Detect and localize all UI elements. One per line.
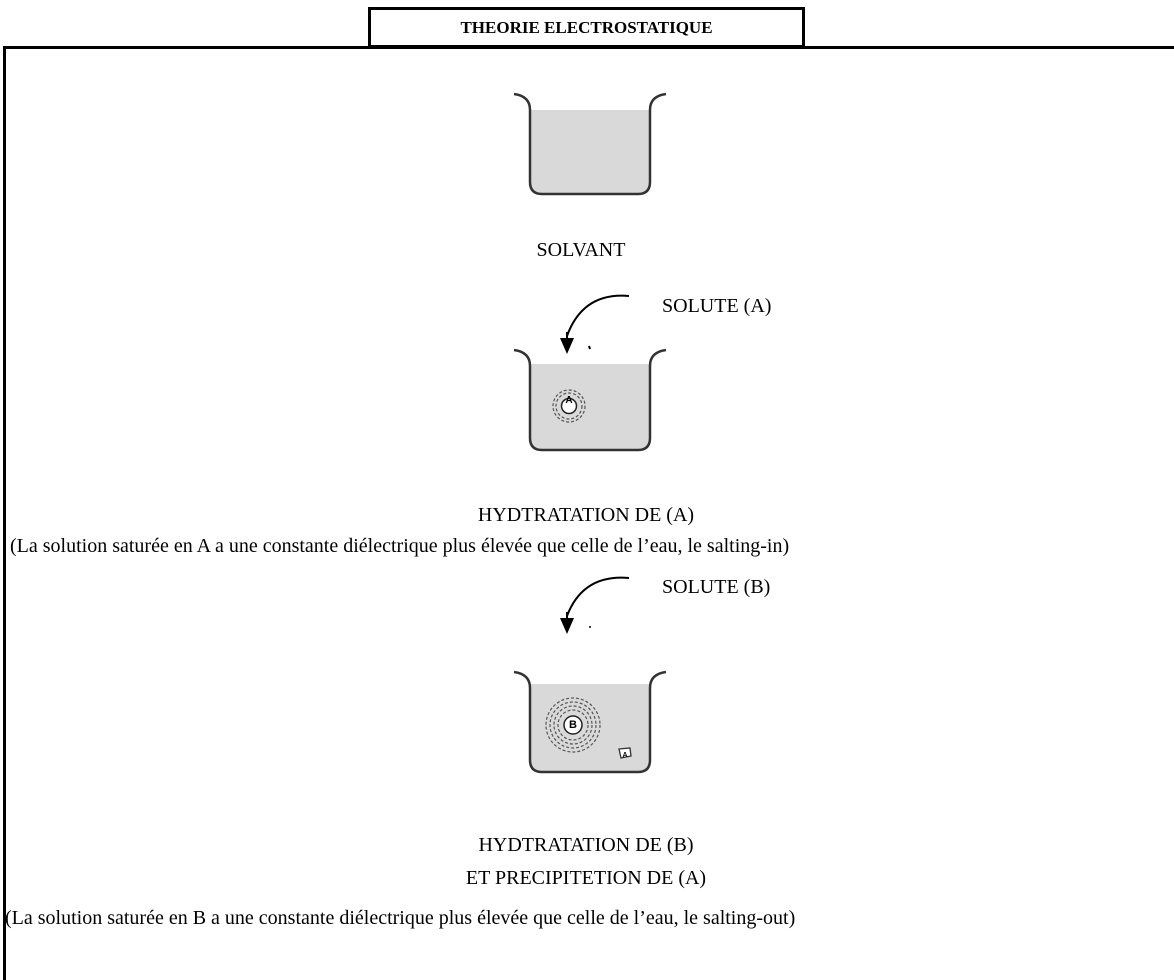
- arrow-solute-a: [560, 294, 630, 354]
- particle-b-letter: B: [569, 719, 577, 731]
- beaker-liquid: [530, 684, 650, 772]
- beaker-liquid: [530, 110, 650, 194]
- hydrated-ion-a: [552, 389, 586, 423]
- diagram-title: THEORIE ELECTROSTATIQUE: [368, 7, 805, 48]
- beaker-outline: [513, 348, 667, 452]
- hydration-b-caption: HYDTRATATION DE (B): [478, 834, 694, 856]
- arrow-solute-b: [560, 576, 630, 634]
- beaker-outline: [513, 670, 667, 774]
- hydration-a-caption: HYDTRATATION DE (A): [477, 504, 695, 526]
- beaker-solvant: [513, 92, 667, 196]
- particle-a-letter: A: [565, 395, 573, 406]
- beaker-outline: [513, 92, 667, 196]
- beaker-hydration-b: [513, 670, 667, 774]
- precipitate-a-letter: A: [622, 752, 628, 759]
- salting-in-note: (La solution saturée en A a une constant…: [10, 535, 790, 557]
- precipitation-a-caption: ET PRECIPITETION DE (A): [465, 867, 707, 889]
- salting-out-note: (La solution saturée en B a une constant…: [5, 907, 796, 929]
- precipitate-a: [618, 747, 632, 759]
- solvant-label: SOLVANT: [536, 239, 626, 261]
- hydrated-ion-b: [545, 697, 601, 753]
- solute-a-label: SOLUTE (A): [662, 295, 772, 317]
- solute-b-label: SOLUTE (B): [662, 576, 771, 598]
- beaker-liquid: [530, 364, 650, 450]
- beaker-hydration-a: [513, 348, 667, 452]
